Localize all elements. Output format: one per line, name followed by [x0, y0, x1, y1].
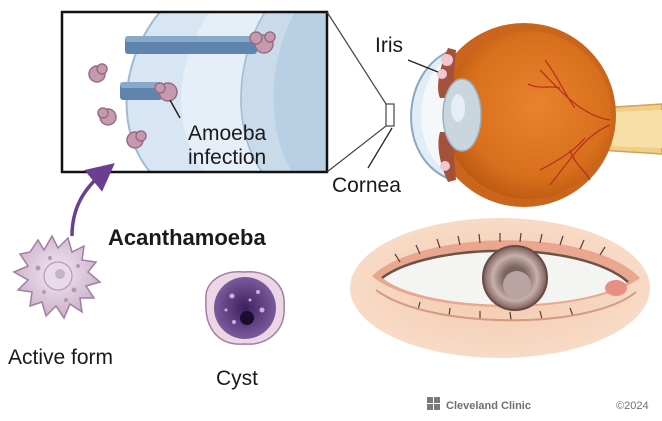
external-eye: [350, 218, 650, 358]
eye-cross-section: [411, 23, 662, 207]
active-form-organism: [14, 236, 100, 318]
label-cornea: Cornea: [332, 174, 401, 197]
label-iris: Iris: [375, 34, 403, 57]
credit-organization: Cleveland Clinic: [446, 400, 531, 412]
credit-line: Cleveland Clinic ©2024: [427, 397, 649, 412]
label-cyst: Cyst: [216, 367, 258, 390]
credit-year: ©2024: [616, 400, 649, 412]
infection-arrow: [72, 172, 104, 236]
label-active-form: Active form: [8, 346, 113, 369]
cyst-organism: [206, 272, 284, 344]
label-amoeba-line1: Amoeba: [188, 122, 267, 145]
cleveland-clinic-logo-icon: [427, 397, 440, 410]
label-amoeba-line2: infection: [188, 146, 266, 169]
label-acanthamoeba: Acanthamoeba: [108, 225, 266, 250]
